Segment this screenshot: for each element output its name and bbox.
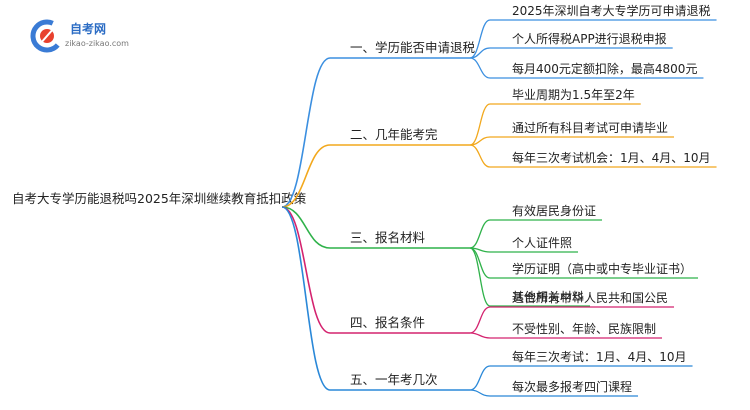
leaf-label: 每次最多报考四门课程 (512, 379, 632, 394)
leaf-connector (469, 306, 491, 334)
leaf-connector (469, 144, 491, 168)
root-topic: 自考大专学历能退税吗2025年深圳继续教育抵扣政策 (12, 191, 307, 206)
branch-connector (281, 206, 331, 391)
logo-title: 自考网 (70, 22, 107, 36)
leaf-connector (469, 389, 491, 397)
branch-label: 四、报名条件 (350, 315, 425, 330)
branch-label: 五、一年考几次 (350, 372, 438, 387)
leaf-label: 适合所有中华人民共和国公民 (512, 290, 668, 305)
branch-connector (281, 206, 331, 249)
leaf-connector (469, 332, 491, 339)
branch-label: 一、学历能否申请退税 (350, 40, 476, 55)
leaf-label: 毕业周期为1.5年至2年 (512, 88, 635, 102)
branch-connector (281, 144, 331, 208)
leaf-connector (469, 219, 491, 249)
leaf-label: 个人证件照 (512, 236, 572, 250)
leaf-label: 每月400元定额扣除，最高4800元 (512, 61, 697, 76)
leaf-label: 学历证明（高中或中专毕业证书） (512, 261, 692, 276)
leaf-label: 每年三次考试：1月、4月、10月 (512, 349, 687, 364)
branch-connector (281, 206, 331, 334)
leaf-label: 2025年深圳自考大专学历可申请退税 (512, 3, 711, 18)
leaf-label: 个人所得税APP进行退税申报 (512, 31, 667, 46)
leaf-connector (469, 57, 491, 79)
leaf-connector (469, 103, 491, 146)
logo-mark-icon (30, 19, 64, 53)
branch-2: 二、几年能考完 毕业周期为1.5年至2年通过所有科目考试可申请毕业每年三次考试机会… (281, 88, 717, 208)
leaf-label: 通过所有科目考试可申请毕业 (512, 120, 668, 135)
leaf-label: 其他相关材料 (512, 290, 584, 304)
leaf-connector (469, 365, 491, 391)
branch-1: 一、学历能否申请退税 2025年深圳自考大专学历可申请退税个人所得税APP进行退税… (281, 3, 717, 208)
branch-label: 二、几年能考完 (350, 127, 438, 142)
leaf-connector (469, 19, 491, 59)
leaf-label: 每年三次考试机会：1月、4月、10月 (512, 150, 711, 165)
branch-label: 三、报名材料 (350, 230, 426, 245)
logo-url: zikao-zikao.com (65, 39, 129, 48)
leaf-label: 不受性别、年龄、民族限制 (512, 322, 656, 336)
site-logo: 自考网 zikao-zikao.com (30, 14, 150, 58)
leaf-label: 有效居民身份证 (512, 203, 596, 218)
leaf-connector (469, 247, 491, 307)
branch-connector (281, 57, 331, 208)
